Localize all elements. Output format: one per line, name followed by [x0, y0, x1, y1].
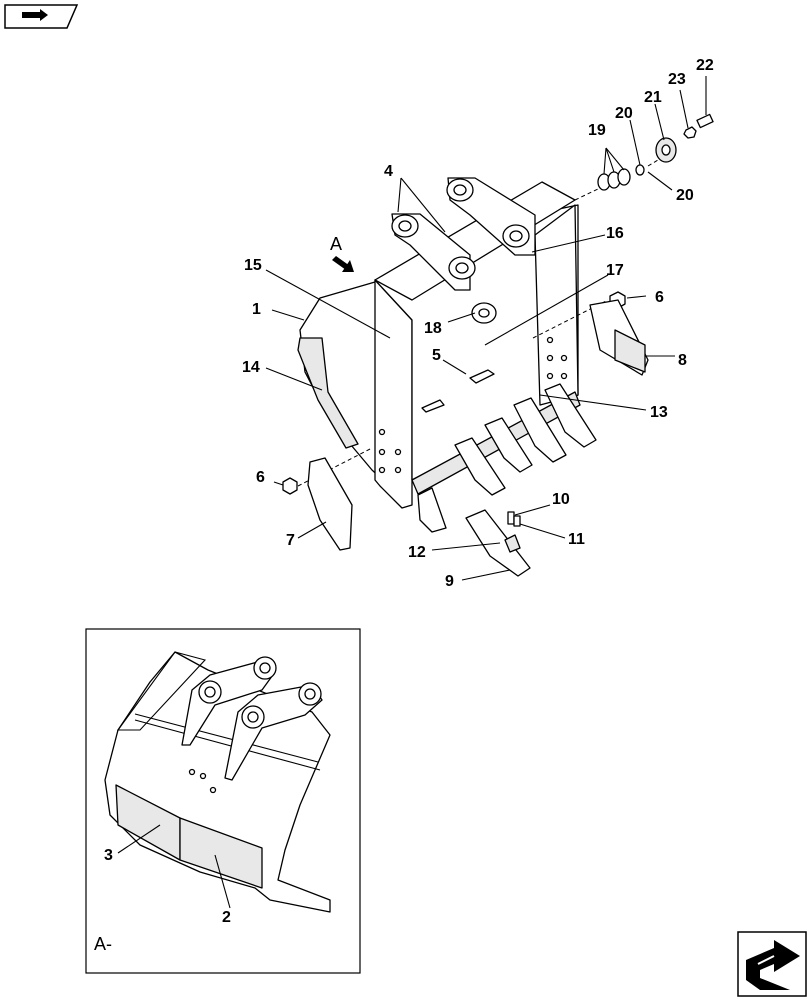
- callout-14: 14: [242, 359, 260, 376]
- book-arrow-icon[interactable]: [4, 4, 79, 29]
- navigation-arrow-icon[interactable]: [737, 931, 807, 997]
- washer-23: [683, 126, 697, 139]
- tooth: [417, 487, 447, 533]
- detail-wear-plate-2: [179, 817, 263, 889]
- callout-22: 22: [696, 57, 714, 74]
- callout-12: 12: [408, 544, 426, 561]
- tooth-adapter-12: [504, 534, 521, 553]
- boss-left-bottom-hole: [455, 262, 469, 274]
- bolt-5: [469, 369, 495, 384]
- tooth: [513, 397, 567, 463]
- callout-23: 23: [668, 71, 686, 88]
- callout-6-left: 6: [256, 469, 265, 486]
- callout-1: 1: [252, 301, 261, 318]
- callout-9: 9: [445, 573, 454, 590]
- pin-20: [635, 164, 645, 176]
- callout-18: 18: [424, 320, 442, 337]
- callout-10: 10: [552, 491, 570, 508]
- callout-17: 17: [606, 262, 624, 279]
- side-cutter-8-face: [614, 329, 646, 373]
- callout-20-top: 20: [615, 105, 633, 122]
- callout-5: 5: [432, 347, 441, 364]
- detail-view-a: 3 2 A-: [85, 628, 361, 974]
- bolt-5b: [421, 399, 445, 413]
- callout-6-right: 6: [655, 289, 664, 306]
- callout-20-bottom: 20: [676, 187, 694, 204]
- view-arrow-label: A: [330, 234, 342, 254]
- detail-lug-left: [181, 659, 276, 746]
- pin-hardware: [282, 113, 714, 495]
- detail-label: A-: [94, 934, 112, 954]
- boss-left-top-hole: [398, 220, 412, 232]
- callout-16: 16: [606, 225, 624, 242]
- callout-19: 19: [588, 122, 606, 139]
- tooth: [484, 417, 533, 473]
- shim-19: [617, 168, 631, 186]
- callout-8: 8: [678, 352, 687, 369]
- boss-right-bottom-hole: [509, 230, 523, 242]
- callout-15: 15: [244, 257, 262, 274]
- side-plate-right: [534, 204, 579, 406]
- boss-right-top-hole: [453, 184, 467, 196]
- wear-strip: [297, 337, 359, 449]
- bucket-assembly: [297, 177, 581, 509]
- callout-3: 3: [104, 847, 113, 864]
- retainer-11: [513, 515, 521, 527]
- pin-10: [507, 511, 515, 525]
- callout-2: 2: [222, 909, 231, 926]
- view-arrow-icon: [332, 256, 354, 272]
- callout-21: 21: [644, 89, 662, 106]
- callout-11: 11: [568, 531, 585, 548]
- tooth: [544, 383, 597, 448]
- bucket-teeth: [417, 383, 597, 533]
- leader-lines: [265, 76, 707, 581]
- callout-4: 4: [384, 163, 393, 180]
- side-cutter-7: [307, 457, 353, 551]
- callout-13: 13: [650, 404, 668, 421]
- nut-6-left: [282, 477, 298, 495]
- bolt-22: [696, 113, 714, 129]
- tooth: [454, 437, 506, 496]
- callout-7: 7: [286, 532, 295, 549]
- callouts: 4 15 1 14 16 17 18 5 6 8 13 6 7 10 11 12…: [242, 57, 714, 590]
